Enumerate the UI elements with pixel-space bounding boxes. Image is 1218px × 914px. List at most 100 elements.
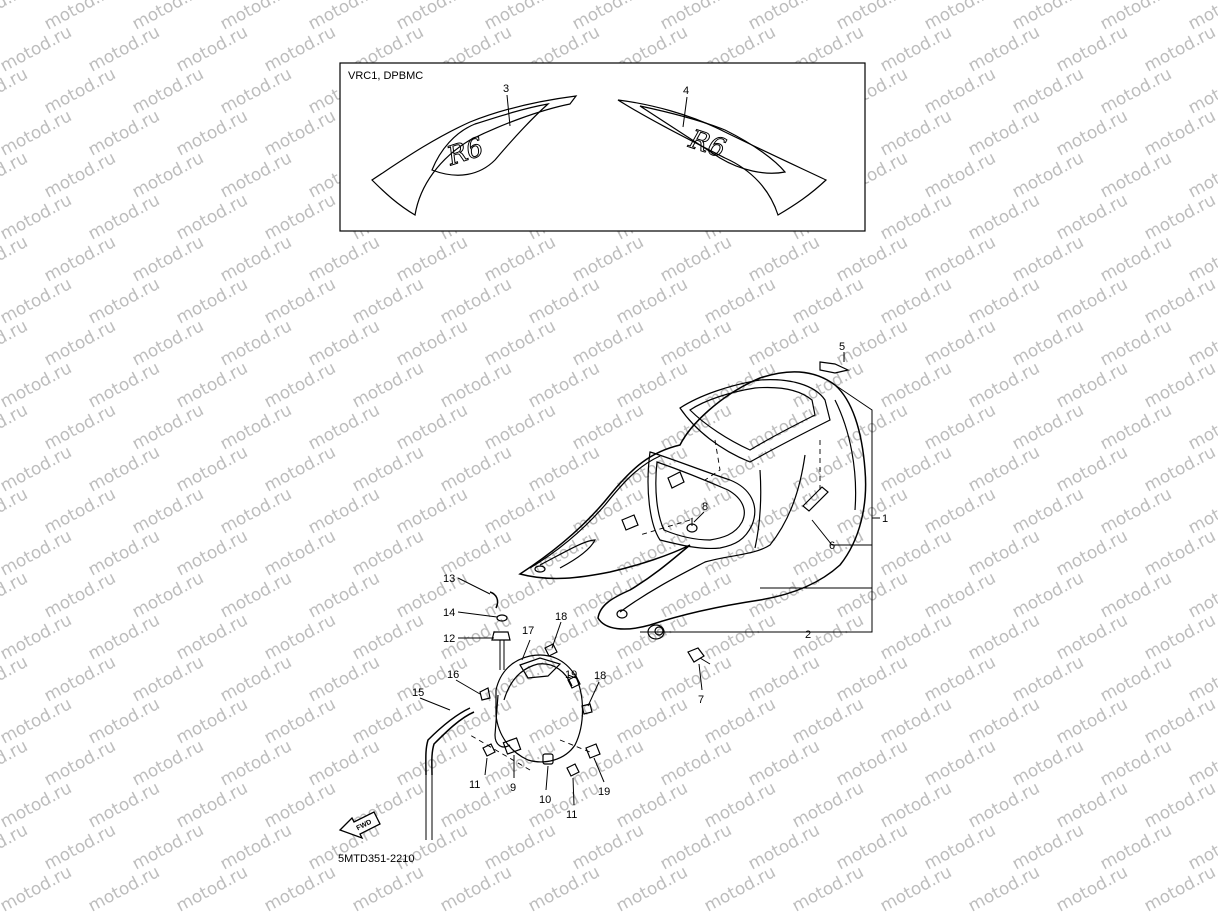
watermark-text: motod.ru [1141,526,1218,580]
watermark-text: motod.ru [261,358,339,412]
watermark-text: motod.ru [0,442,75,496]
callout-12: 12 [443,633,455,645]
watermark-text: motod.ru [261,862,339,914]
watermark-text: motod.ru [173,106,251,160]
watermark-text: motod.ru [85,106,163,160]
watermark-text: motod.ru [525,442,603,496]
watermark-text: motod.ru [1097,400,1175,454]
watermark-text: motod.ru [1141,358,1218,412]
watermark-text: motod.ru [261,442,339,496]
watermark-text: motod.ru [789,778,867,832]
watermark-text: motod.ru [1141,610,1218,664]
callout-18a: 18 [555,611,567,623]
watermark-text: motod.ru [965,442,1043,496]
watermark-text: motod.ru [41,64,119,118]
bolt-11b [566,763,580,777]
watermark-text: motod.ru [0,64,31,118]
watermark-text: motod.ru [1053,694,1131,748]
watermark-text: motod.ru [1141,694,1218,748]
watermark-text: motod.ru [1053,22,1131,76]
callout-6: 6 [829,540,835,552]
watermark-text: motod.ru [129,232,207,286]
watermark-text: motod.ru [349,358,427,412]
callout-3: 3 [503,83,509,95]
watermark-text: motod.ru [657,232,735,286]
watermark-text: motod.ru [217,568,295,622]
watermark-text: motod.ru [525,274,603,328]
watermark-text: motod.ru [173,274,251,328]
watermark-text: motod.ru [965,694,1043,748]
watermark-text: motod.ru [129,652,207,706]
watermark-text: motod.ru [261,190,339,244]
watermark-text: motod.ru [217,820,295,874]
fwd-arrow-icon [338,811,381,840]
callout-4: 4 [683,85,689,97]
watermark-text: motod.ru [1009,484,1087,538]
watermark-text: motod.ru [613,358,691,412]
callout-7: 7 [698,694,704,706]
watermark-text: motod.ru [173,610,251,664]
watermark-text: motod.ru [877,778,955,832]
watermark-text: motod.ru [525,358,603,412]
watermark-text: motod.ru [921,736,999,790]
watermark-text: motod.ru [481,820,559,874]
watermark-text: motod.ru [261,610,339,664]
fastener-8 [686,518,698,533]
watermark-text: motod.ru [1097,652,1175,706]
watermark-text: motod.ru [129,400,207,454]
callout-9: 9 [510,782,516,794]
watermark-text: motod.ru [1009,820,1087,874]
watermark-text: motod.ru [217,64,295,118]
watermark-text: motod.ru [305,736,383,790]
watermark-text: motod.ru [657,316,735,370]
watermark-text: motod.ru [85,274,163,328]
watermark-text: motod.ru [481,568,559,622]
watermark-text: motod.ru [481,232,559,286]
decal-inset: VRC1, DPBMC R6 R6 3 4 [339,62,866,232]
watermark-text: motod.ru [921,232,999,286]
watermark-text: motod.ru [921,568,999,622]
watermark-text: motod.ru [877,862,955,914]
callout-2: 2 [805,629,811,641]
watermark-text: motod.ru [921,652,999,706]
watermark-text: motod.ru [393,652,471,706]
watermark-text: motod.ru [217,316,295,370]
watermark-text: motod.ru [1097,64,1175,118]
callout-18b: 18 [594,670,606,682]
watermark-text: motod.ru [1141,106,1218,160]
watermark-text: motod.ru [1097,820,1175,874]
watermark-text: motod.ru [0,820,31,874]
watermark-text: motod.ru [305,400,383,454]
watermark-text: motod.ru [833,232,911,286]
watermark-text: motod.ru [481,316,559,370]
watermark-text: motod.ru [41,820,119,874]
watermark-text: motod.ru [525,778,603,832]
watermark-text: motod.ru [569,820,647,874]
watermark-text: motod.ru [833,820,911,874]
watermark-text: motod.ru [85,526,163,580]
watermark-text: motod.ru [1097,148,1175,202]
watermark-text: motod.ru [393,316,471,370]
watermark-text: motod.ru [569,736,647,790]
callout-17: 17 [522,625,534,637]
watermark-text: motod.ru [1097,568,1175,622]
watermark-text: motod.ru [1009,736,1087,790]
watermark-text: motod.ru [1053,862,1131,914]
diagram-code: 5MTD351-2210 [338,853,414,865]
callout-1: 1 [882,513,888,525]
watermark-text: motod.ru [85,862,163,914]
watermark-text: motod.ru [1009,148,1087,202]
inset-frame [339,62,866,232]
watermark-text: motod.ru [393,484,471,538]
watermark-text: motod.ru [657,568,735,622]
callout-10: 10 [539,794,551,806]
watermark-text: motod.ru [0,22,75,76]
watermark-text: motod.ru [349,694,427,748]
watermark-text: motod.ru [173,862,251,914]
watermark-text: motod.ru [0,232,31,286]
watermark-text: motod.ru [481,736,559,790]
watermark-text: motod.ru [261,778,339,832]
watermark-text: motod.ru [261,694,339,748]
watermark-text: motod.ru [745,316,823,370]
watermark-text: motod.ru [85,190,163,244]
